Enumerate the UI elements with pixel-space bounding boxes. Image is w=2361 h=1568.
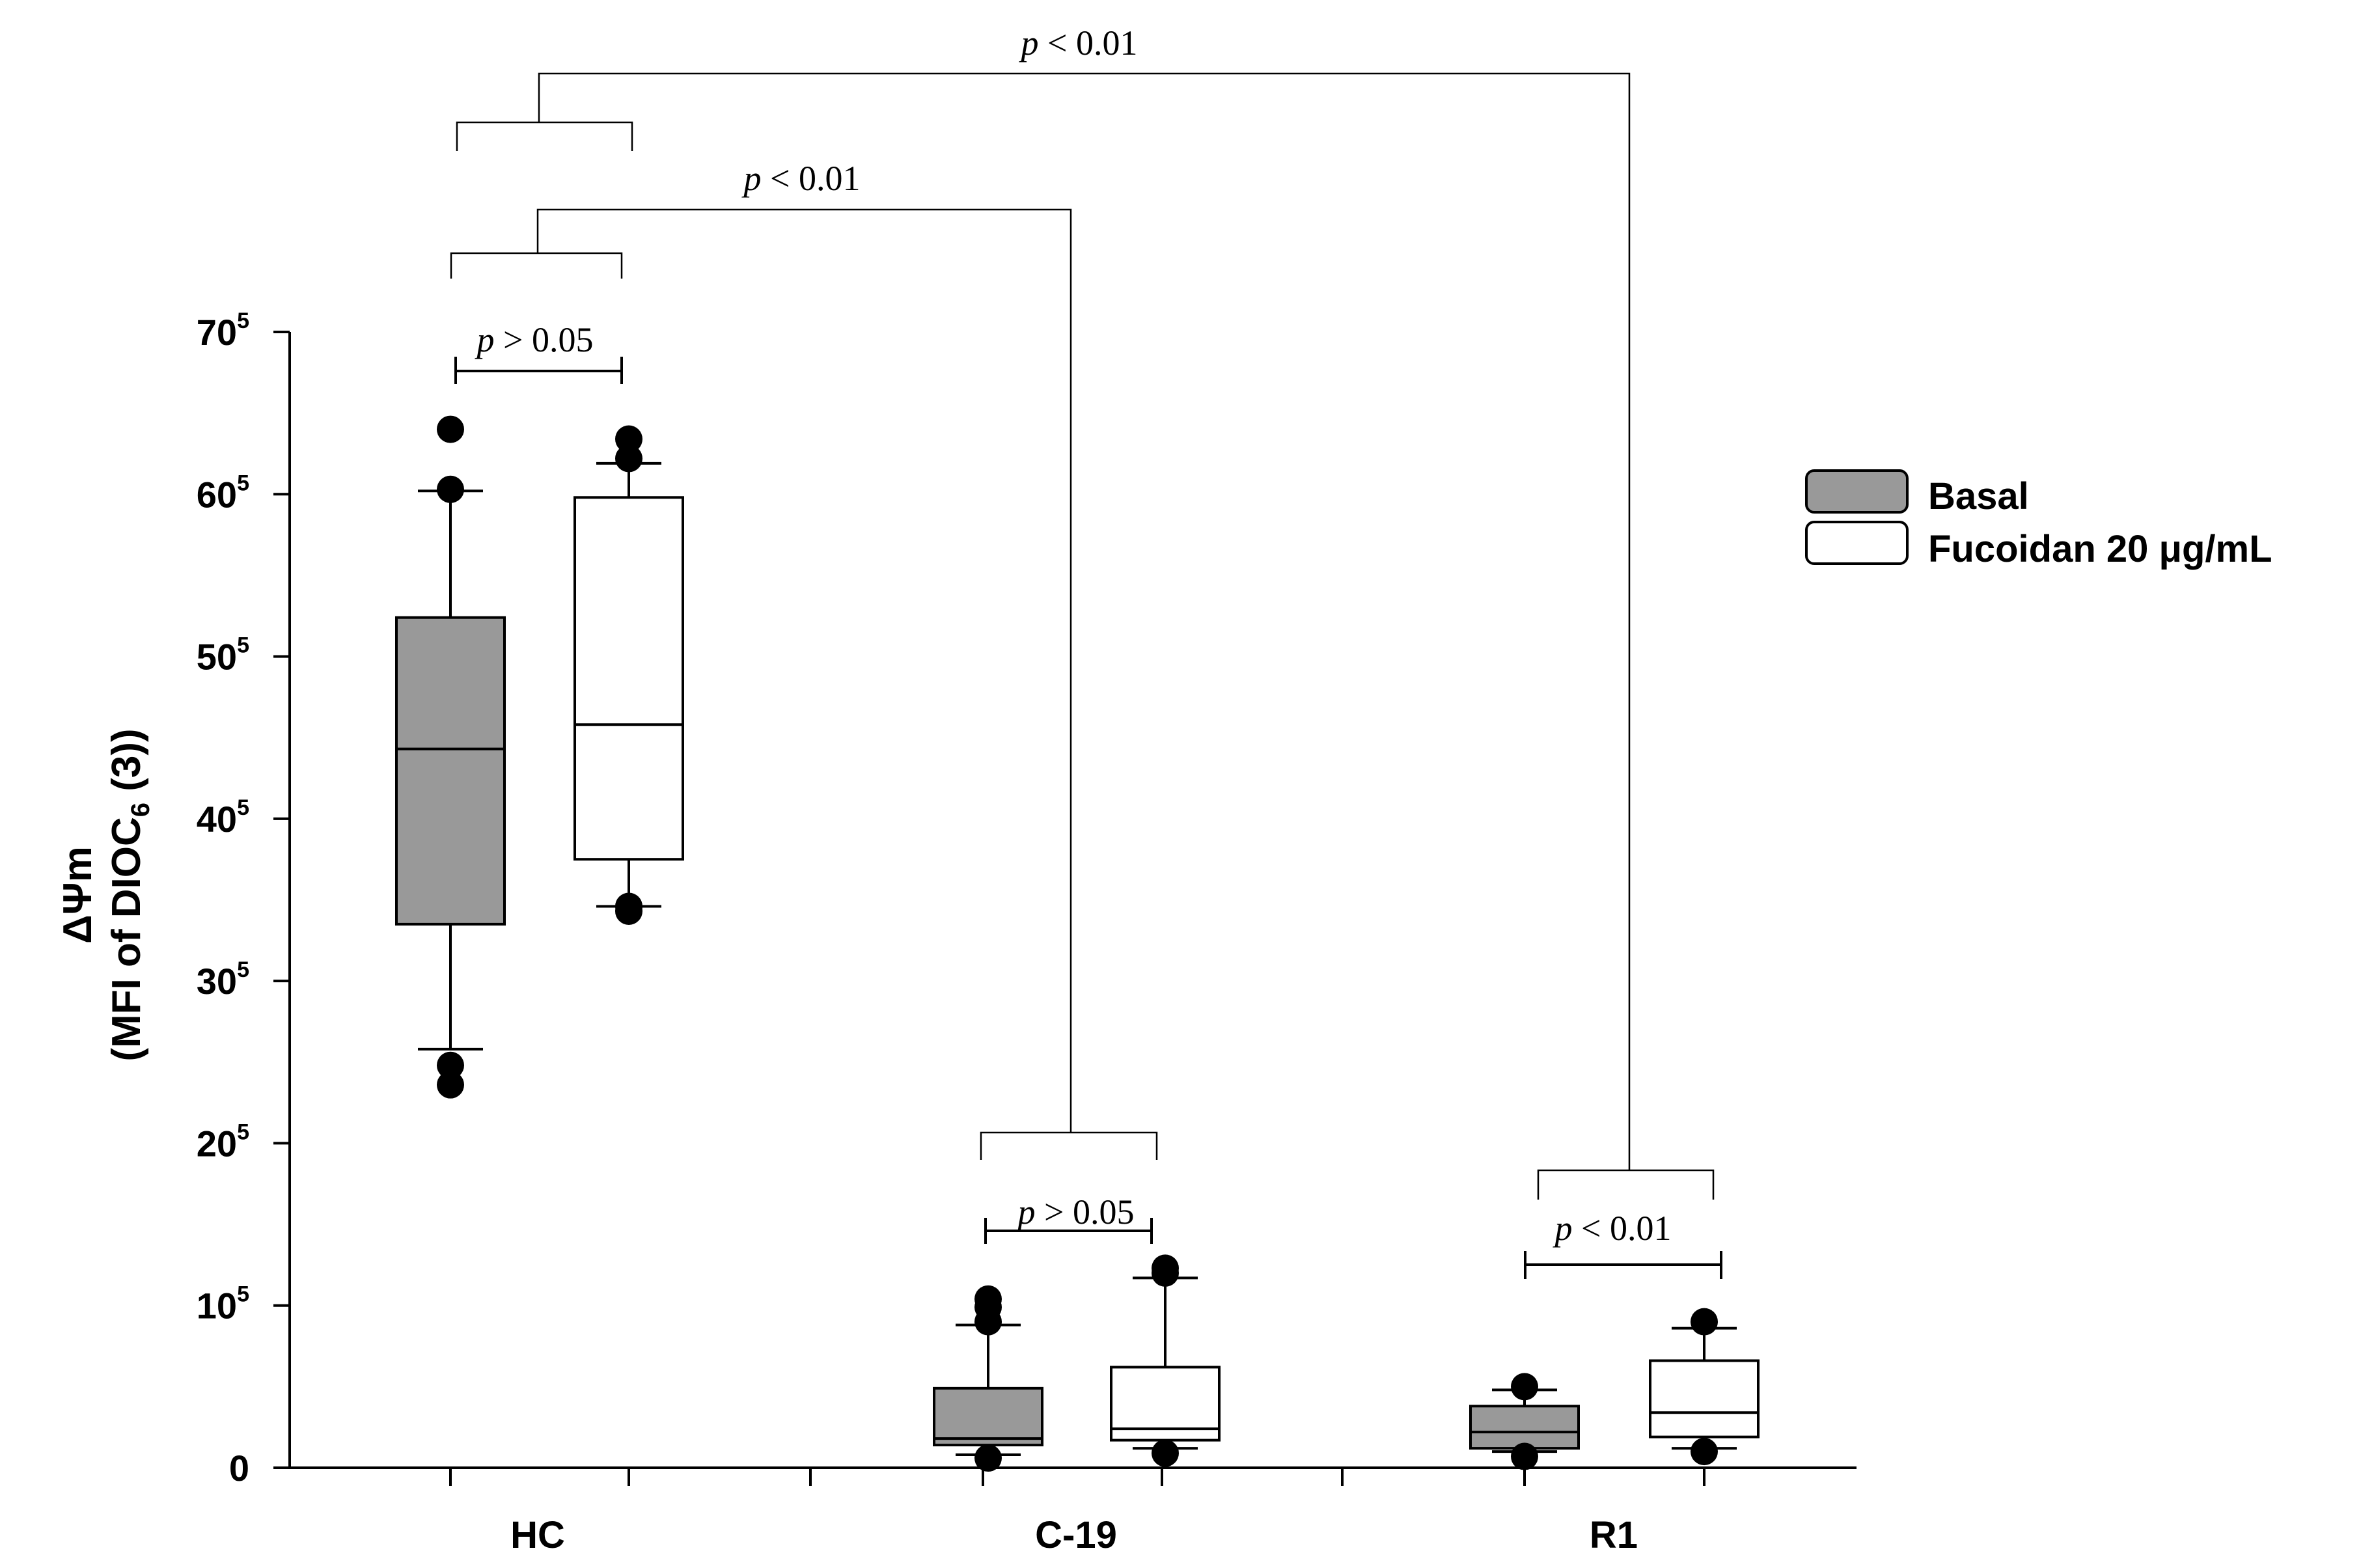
y-tick-label-base: 0 bbox=[229, 1448, 249, 1489]
y-tick-label-base: 30 bbox=[197, 961, 237, 1002]
sig-label-hc-basal-vs-fucoidan: p > 0.05 bbox=[475, 320, 594, 359]
y-tick-label: 205 bbox=[197, 1120, 249, 1164]
box-iqr bbox=[1469, 1405, 1580, 1450]
outlier-point bbox=[1511, 1373, 1538, 1401]
box-basal-c19 bbox=[933, 1285, 1043, 1472]
outlier-point bbox=[1511, 1442, 1538, 1470]
sig-label-r1-basal-vs-fucoidan: p < 0.01 bbox=[1553, 1209, 1672, 1248]
sig-label-rest: > 0.05 bbox=[495, 320, 594, 359]
box-iqr bbox=[933, 1386, 1043, 1447]
box-plots bbox=[395, 415, 1760, 1472]
y-tick-label: 705 bbox=[197, 309, 249, 353]
y-tick-label-base: 50 bbox=[197, 637, 237, 678]
sig-label-rest: < 0.01 bbox=[762, 159, 861, 198]
legend: Basal Fucoidan 20 μg/mL bbox=[1805, 469, 2272, 570]
sig-label-rest: > 0.05 bbox=[1036, 1192, 1135, 1231]
y-tick-label-exponent: 5 bbox=[237, 957, 249, 982]
y-tick-label-exponent: 5 bbox=[237, 1282, 249, 1307]
y-tick-label-exponent: 5 bbox=[237, 1120, 249, 1144]
outlier-point bbox=[1152, 1259, 1179, 1287]
group-label-c19: C-19 bbox=[1035, 1514, 1117, 1556]
y-tick-label: 305 bbox=[197, 957, 249, 1002]
outlier-point bbox=[437, 415, 464, 443]
significance-brackets bbox=[450, 72, 1722, 1279]
y-axis-title: ΔΨm (MFI of DIOC6 (3)) bbox=[55, 728, 155, 1061]
sig-label-hc-vs-r1: p < 0.01 bbox=[1019, 23, 1138, 62]
legend-label-fucoidan: Fucoidan 20 μg/mL bbox=[1928, 528, 2272, 570]
sig-label-p: p bbox=[1019, 23, 1039, 62]
y-tick-label: 105 bbox=[197, 1282, 249, 1327]
box-iqr bbox=[573, 496, 684, 861]
group-label-hc: HC bbox=[510, 1514, 565, 1556]
y-axis-title-line1: ΔΨm bbox=[55, 846, 100, 944]
y-tick-label-exponent: 5 bbox=[237, 471, 249, 495]
box-iqr bbox=[395, 616, 506, 926]
sig-label-c19-basal-vs-fucoidan: p > 0.05 bbox=[1015, 1192, 1135, 1231]
outlier-point bbox=[974, 1444, 1002, 1472]
sig-label-hc-vs-c19: p < 0.01 bbox=[741, 159, 861, 198]
sig-bracket-hc-basal-vs-fucoidan bbox=[454, 357, 623, 384]
outlier-point bbox=[974, 1308, 1002, 1336]
y-axis-title-line2-prefix: (MFI of DIOC bbox=[104, 817, 149, 1061]
box-fucoidan-hc bbox=[573, 425, 684, 925]
group-label-r1: R1 bbox=[1590, 1514, 1638, 1556]
y-tick-label-exponent: 5 bbox=[237, 309, 249, 333]
y-tick-label-exponent: 5 bbox=[237, 633, 249, 658]
legend-swatch-fucoidan bbox=[1805, 521, 1909, 565]
outlier-point bbox=[1152, 1439, 1179, 1467]
sig-label-p: p bbox=[1015, 1192, 1036, 1231]
outlier-point bbox=[615, 897, 642, 925]
sig-bracket-hc-vs-r1 bbox=[456, 72, 1715, 1200]
outlier-point bbox=[1691, 1438, 1718, 1466]
sig-label-rest: < 0.01 bbox=[1573, 1209, 1672, 1248]
box-fucoidan-r1 bbox=[1649, 1308, 1760, 1466]
box-iqr bbox=[1649, 1359, 1760, 1438]
outlier-point bbox=[615, 445, 642, 473]
significance-labels: p > 0.05 p > 0.05 p < 0.01 p < 0.01 p < … bbox=[475, 23, 1672, 1248]
sig-bracket-c19-basal-vs-fucoidan bbox=[984, 1218, 1153, 1244]
legend-label-basal: Basal bbox=[1928, 475, 2029, 517]
y-tick-label-base: 20 bbox=[197, 1123, 237, 1164]
y-tick-label-base: 10 bbox=[197, 1286, 237, 1327]
y-axis-title-line2: (MFI of DIOC6 (3)) bbox=[104, 728, 155, 1061]
y-tick-label: 505 bbox=[197, 633, 249, 678]
y-tick-label-base: 70 bbox=[197, 312, 237, 353]
box-basal-hc bbox=[395, 415, 506, 1099]
group-labels: HC C-19 R1 bbox=[510, 1514, 1638, 1556]
sig-bracket-hc-vs-c19 bbox=[450, 208, 1158, 1160]
sig-bracket-r1-basal-vs-fucoidan bbox=[1524, 1251, 1722, 1279]
outlier-point bbox=[437, 1071, 464, 1099]
y-tick-label-base: 60 bbox=[197, 474, 237, 515]
outlier-point bbox=[1691, 1308, 1718, 1336]
y-axis-title-line2-subscript: 6 bbox=[126, 803, 155, 817]
outlier-point bbox=[615, 425, 642, 453]
y-axis-title-line2-suffix: (3)) bbox=[104, 728, 149, 803]
y-tick-label: 605 bbox=[197, 471, 249, 515]
box-fucoidan-c19 bbox=[1110, 1254, 1221, 1467]
sig-label-p: p bbox=[1553, 1209, 1573, 1248]
outlier-point bbox=[437, 475, 464, 503]
axes bbox=[273, 331, 1857, 1486]
sig-label-p: p bbox=[741, 159, 762, 198]
sig-label-p: p bbox=[475, 320, 495, 359]
y-tick-label: 405 bbox=[197, 795, 249, 840]
y-tick-label-base: 40 bbox=[197, 799, 237, 840]
y-tick-label: 0 bbox=[229, 1448, 249, 1489]
box-basal-r1 bbox=[1469, 1373, 1580, 1470]
y-tick-label-exponent: 5 bbox=[237, 795, 249, 820]
sig-label-rest: < 0.01 bbox=[1039, 23, 1138, 62]
legend-swatch-basal bbox=[1805, 469, 1909, 514]
outlier-point bbox=[437, 1051, 464, 1079]
